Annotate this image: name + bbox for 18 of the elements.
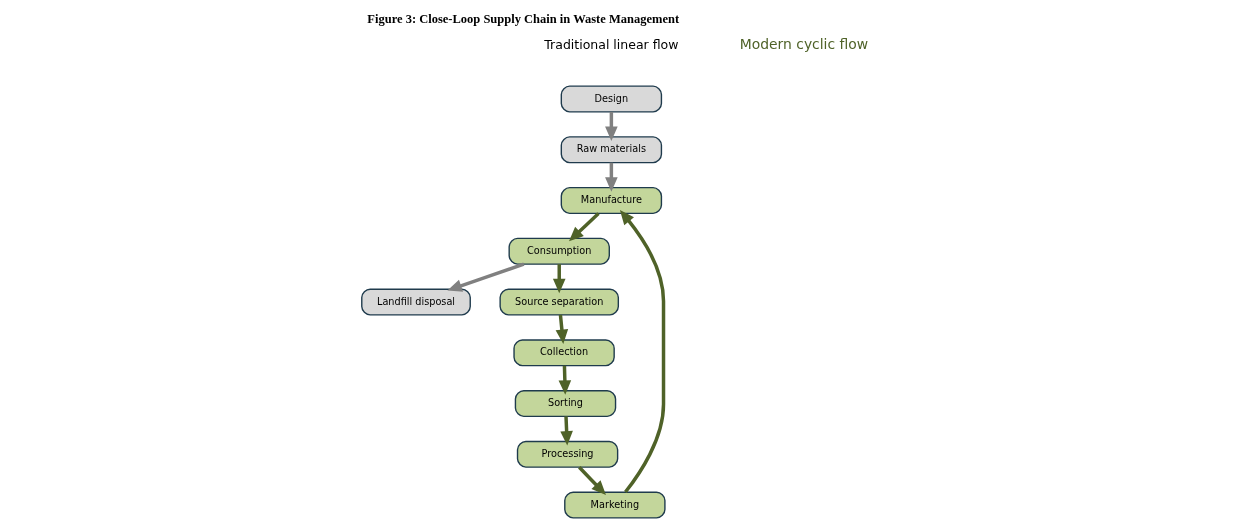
arrow	[619, 210, 665, 494]
node-box: Collection	[512, 339, 615, 367]
label: Modern cyclic flow	[739, 36, 868, 53]
arrow	[446, 262, 524, 292]
arrow	[568, 212, 600, 242]
node-box: Source separation	[498, 288, 619, 316]
diagram-title: Figure 3: Close-Loop Supply Chain in Waste Management	[366, 12, 679, 27]
node-box: Design	[560, 85, 662, 113]
label: Traditional linear flow	[543, 36, 678, 52]
node-box: Raw materials	[560, 136, 662, 164]
node-box: Manufacture	[560, 186, 662, 215]
node-box: Landfill disposal	[360, 288, 471, 316]
node-box: Sorting	[514, 390, 616, 418]
node-box: Marketing	[563, 491, 666, 519]
arrow	[552, 264, 566, 294]
node-box: Processing	[516, 440, 618, 468]
arrow	[577, 466, 606, 496]
node-box: Consumption	[507, 237, 610, 265]
